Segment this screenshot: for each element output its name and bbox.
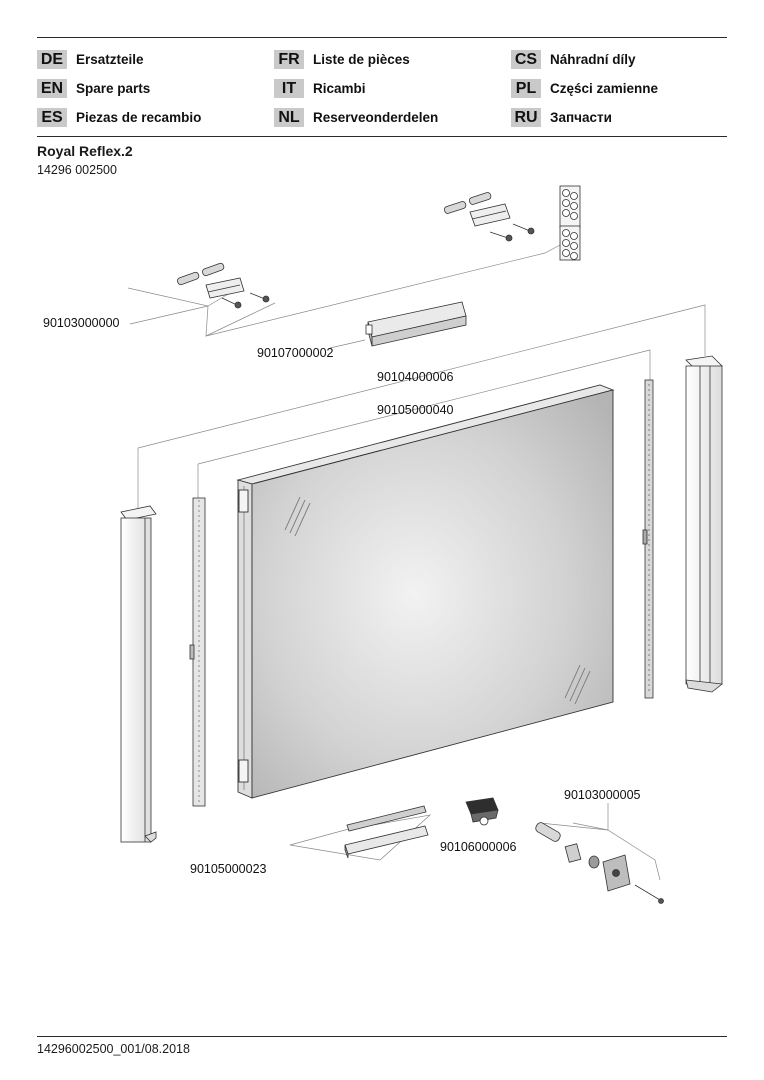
lang-row-nl: NL Reserveonderdelen xyxy=(274,106,438,128)
part-number-mounting-kit: 90103000000 xyxy=(43,316,120,330)
document-reference: 14296002500_001/08.2018 xyxy=(37,1042,190,1056)
lang-row-fr: FR Liste de pièces xyxy=(274,48,410,70)
left-led-strip xyxy=(189,497,206,807)
product-title: Royal Reflex.2 xyxy=(37,143,133,159)
part-number-power-supply: 90107000002 xyxy=(257,346,334,360)
top-bracket-hardware xyxy=(443,192,535,242)
lang-name: Reserveonderdelen xyxy=(313,109,439,125)
product-number: 14296 002500 xyxy=(37,163,117,177)
part-number-wall-fixing: 90103000005 xyxy=(564,788,641,802)
header-bottom-rule xyxy=(37,136,727,137)
lang-name: Liste de pièces xyxy=(313,51,410,67)
part-number-led-strip: 90105000040 xyxy=(377,403,454,417)
lang-row-pl: PL Części zamienne xyxy=(511,77,658,99)
lang-code: ES xyxy=(37,107,67,127)
leader-lines xyxy=(127,244,706,881)
footer-rule xyxy=(37,1036,727,1037)
lang-name: Ersatzteile xyxy=(76,51,144,67)
mounting-kit-hardware xyxy=(177,262,270,309)
lang-name: Ricambi xyxy=(313,80,366,96)
lang-code: RU xyxy=(511,107,541,127)
wall-fixing-set xyxy=(535,822,664,904)
part-number-switch: 90106000006 xyxy=(440,840,517,854)
lang-row-cs: CS Náhradní díly xyxy=(511,48,636,70)
lang-code: DE xyxy=(37,49,67,69)
lang-code: EN xyxy=(37,78,67,98)
lang-row-en: EN Spare parts xyxy=(37,77,150,99)
lang-code: CS xyxy=(511,49,541,69)
lang-name: Spare parts xyxy=(76,80,151,96)
lang-name: Części zamienne xyxy=(550,80,659,96)
header-top-rule xyxy=(37,37,727,38)
lang-row-de: DE Ersatzteile xyxy=(37,48,144,70)
mirror-cabinet xyxy=(236,384,615,799)
bottom-light-bar xyxy=(344,805,429,859)
lang-row-it: IT Ricambi xyxy=(274,77,366,99)
lang-code: NL xyxy=(274,107,304,127)
switch-module xyxy=(465,797,499,826)
lang-row-es: ES Piezas de recambio xyxy=(37,106,201,128)
power-supply-unit xyxy=(365,301,467,347)
lang-code: IT xyxy=(274,78,304,98)
left-cover-profile xyxy=(120,505,157,843)
lang-row-ru: RU Запчасти xyxy=(511,106,612,128)
lang-name: Запчасти xyxy=(550,109,612,125)
lang-name: Náhradní díly xyxy=(550,51,636,67)
right-led-strip xyxy=(642,379,654,699)
lang-name: Piezas de recambio xyxy=(76,109,202,125)
part-number-side-profile: 90104000006 xyxy=(377,370,454,384)
part-number-bottom-light: 90105000023 xyxy=(190,862,267,876)
lang-code: FR xyxy=(274,49,304,69)
washer-set xyxy=(559,185,581,261)
right-side-profile xyxy=(685,355,724,693)
lang-code: PL xyxy=(511,78,541,98)
